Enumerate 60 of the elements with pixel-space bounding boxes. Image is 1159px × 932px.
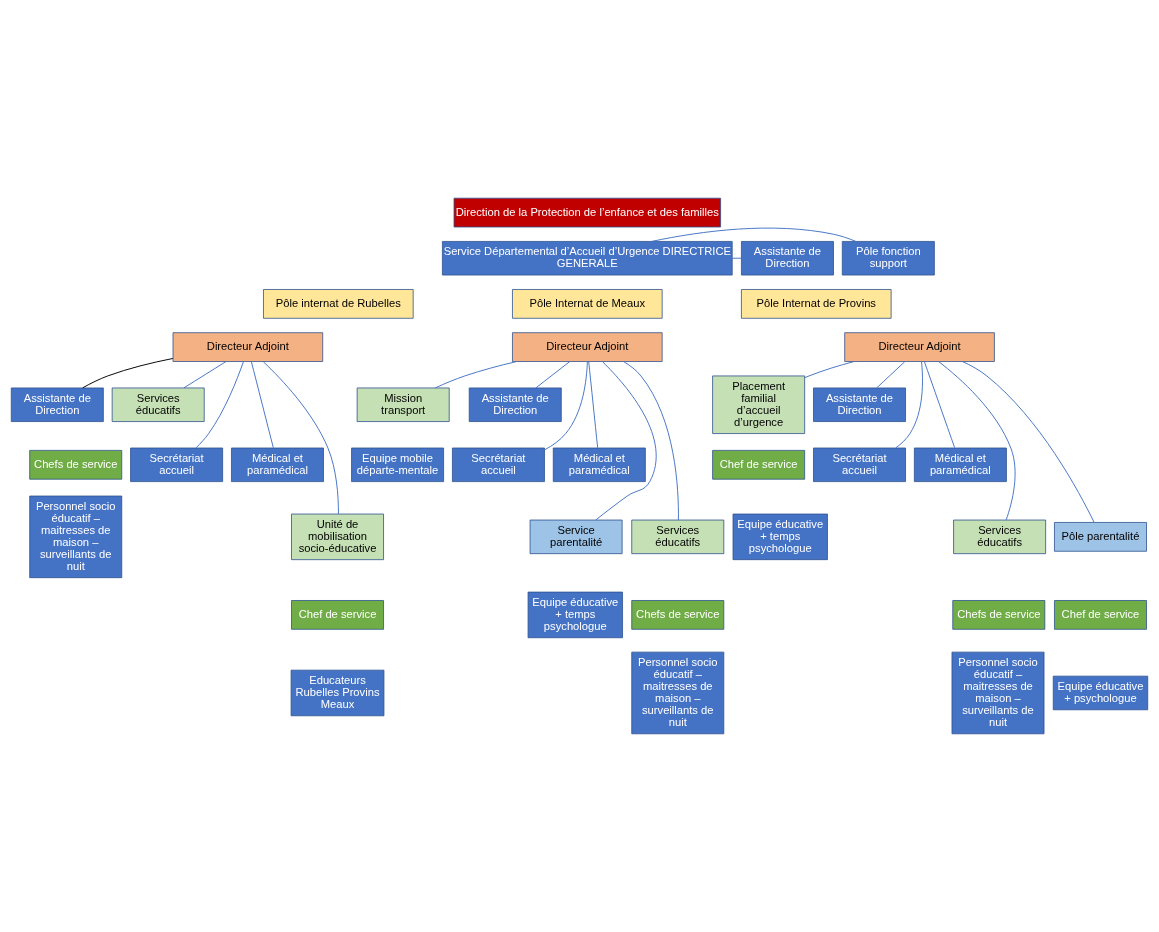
node-box: Equipe éducative + temps psychologue	[732, 513, 828, 561]
connector	[623, 361, 679, 521]
node-box: Chefs de service	[631, 600, 725, 630]
node-box: Pôle parentalité	[1054, 522, 1147, 552]
node-box: Equipe mobile départe-mentale	[351, 447, 444, 482]
node-box: Unité de mobilisation socio-éducative	[291, 513, 384, 561]
connector	[595, 361, 657, 521]
connector	[938, 361, 1016, 521]
node-box: Assistante de Direction	[10, 387, 104, 422]
node-box: Equipe éducative + psychologue	[1052, 675, 1149, 711]
connector	[731, 257, 742, 259]
connector	[895, 361, 923, 449]
node-box: Personnel socio éducatif – maitresses de maison – surveillants de nuit	[951, 651, 1045, 735]
connector	[250, 361, 274, 449]
node-box: Services éducatifs	[953, 519, 1047, 555]
node-box: Mission transport	[356, 387, 450, 422]
node-box: Chefs de service	[29, 450, 123, 480]
connector	[923, 361, 956, 449]
node-box: Secrétariat accueil	[813, 447, 906, 482]
node-box: Pôle fonction support	[841, 241, 935, 276]
node-box: Chef de service	[712, 450, 806, 480]
node-box: Personnel socio éducatif – maitresses de maison – surveillants de nuit	[631, 651, 725, 735]
connector	[183, 361, 227, 389]
node-box: Assistante de Direction	[741, 241, 834, 276]
node-box: Secrétariat accueil	[130, 447, 224, 482]
node-box: Médical et paramédical	[552, 447, 646, 482]
node-box: Directeur Adjoint	[172, 332, 324, 362]
connector	[535, 361, 570, 389]
node-box: Assistante de Direction	[468, 387, 562, 422]
node-box: Directeur Adjoint	[844, 332, 995, 362]
node-box: Directeur Adjoint	[512, 332, 663, 362]
node-box: Médical et paramédical	[231, 447, 324, 482]
node-box: Personnel socio éducatif – maitresses de maison – surveillants de nuit	[29, 495, 123, 579]
node-box: Chef de service	[1054, 600, 1147, 630]
node-box: Assistante de Direction	[813, 387, 906, 422]
node-box: Chef de service	[291, 600, 384, 630]
node-box: Placement familial d’accueil d’urgence	[712, 375, 806, 434]
node-box: Educateurs Rubelles Provins Meaux	[290, 669, 385, 717]
node-box: Médical et paramédical	[913, 447, 1007, 482]
connector	[195, 361, 244, 449]
node-box: Equipe éducative + temps psychologue	[527, 591, 623, 639]
connector	[434, 361, 517, 389]
connector	[804, 361, 855, 379]
node-box: Services éducatifs	[111, 387, 205, 422]
node-box: Service Départemental d’Accueil d’Urgence DIRECTRICE GENERALE	[442, 241, 733, 276]
node-box: Pôle Internat de Provins	[741, 289, 892, 319]
node-box: Secrétariat accueil	[452, 447, 545, 482]
connector	[82, 358, 174, 389]
connector	[262, 361, 339, 515]
connector	[876, 361, 906, 389]
connector	[588, 361, 599, 449]
node-box: Service parentalité	[529, 519, 623, 555]
node-box: Pôle Internat de Meaux	[512, 289, 663, 319]
node-box: Chefs de service	[952, 600, 1046, 630]
connector	[544, 361, 588, 451]
connector	[961, 361, 1095, 523]
node-box: Direction de la Protection de l’enfance et des familles	[453, 197, 721, 228]
connector	[651, 227, 857, 242]
node-box: Services éducatifs	[631, 519, 725, 555]
node-box: Pôle internat de Rubelles	[263, 289, 414, 319]
